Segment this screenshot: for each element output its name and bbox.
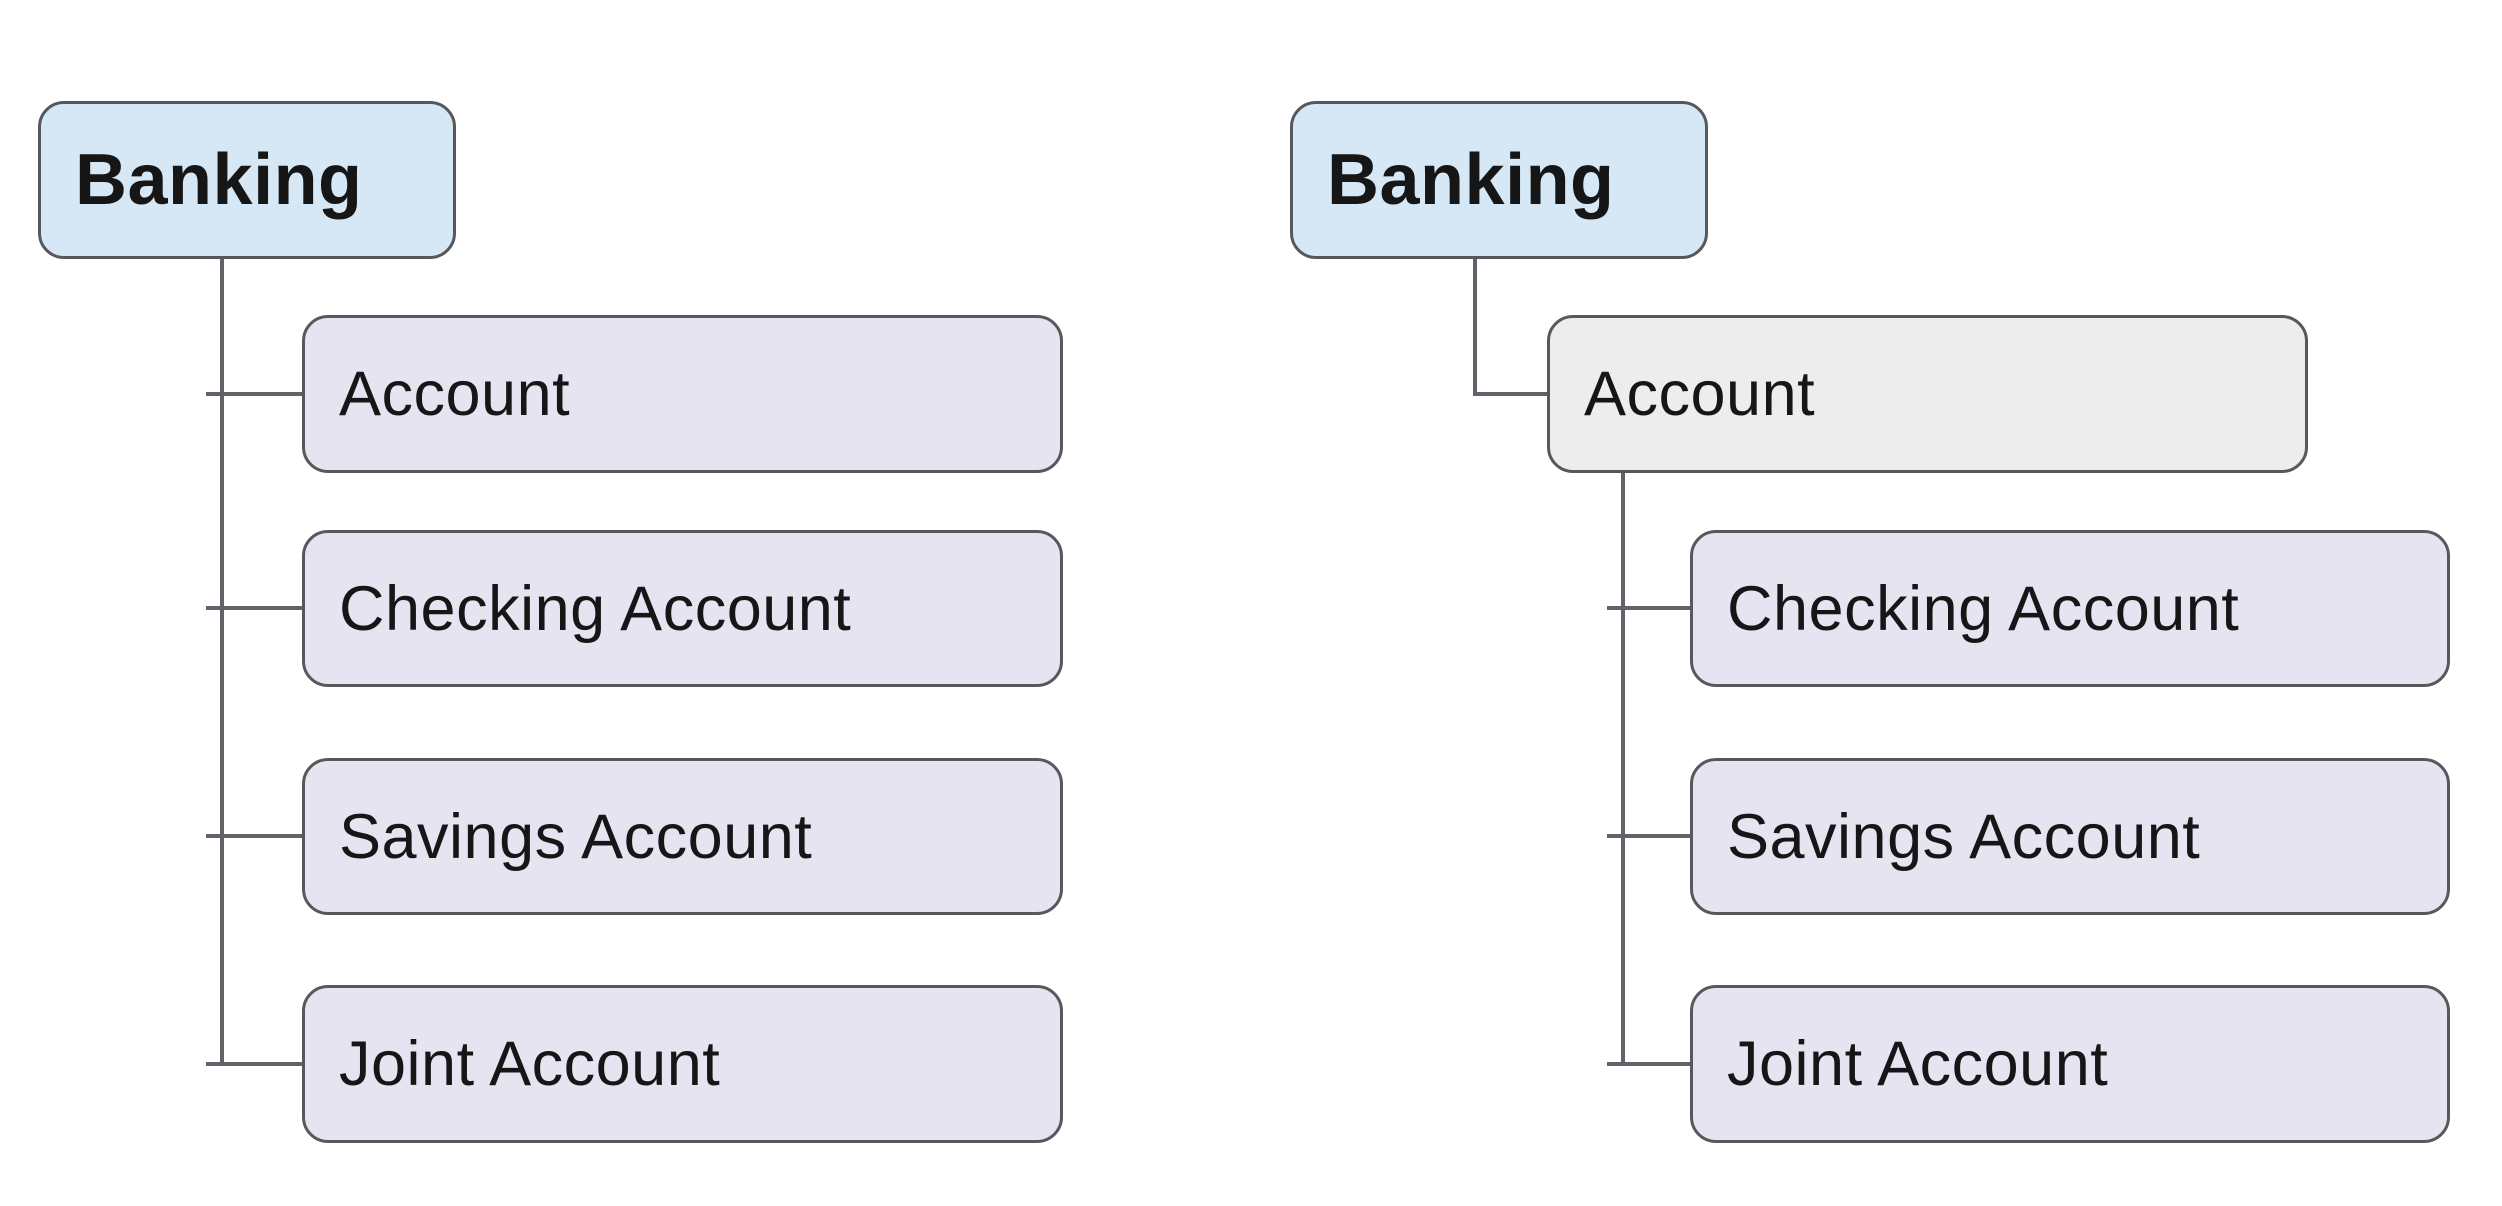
- connector-stub-savings-right: [1607, 834, 1690, 838]
- tree-node-savings-account-left[interactable]: Savings Account: [302, 758, 1063, 915]
- connector-trunk-left: [220, 259, 224, 1066]
- connector-stub-checking-left: [206, 606, 302, 610]
- connector-stub-account-left: [206, 392, 302, 396]
- connector-elbow-vertical-right: [1473, 259, 1477, 396]
- connector-trunk-right: [1621, 473, 1625, 1066]
- tree-node-checking-account-left[interactable]: Checking Account: [302, 530, 1063, 687]
- tree-node-banking-left[interactable]: Banking: [38, 101, 456, 259]
- tree-node-banking-right[interactable]: Banking: [1290, 101, 1708, 259]
- connector-stub-checking-right: [1607, 606, 1690, 610]
- tree-node-checking-account-right[interactable]: Checking Account: [1690, 530, 2450, 687]
- connector-elbow-horizontal-right: [1473, 392, 1547, 396]
- connector-stub-joint-left: [206, 1062, 302, 1066]
- tree-node-account-right[interactable]: Account: [1547, 315, 2308, 473]
- tree-node-joint-account-left[interactable]: Joint Account: [302, 985, 1063, 1143]
- tree-node-savings-account-right[interactable]: Savings Account: [1690, 758, 2450, 915]
- tree-node-account-left[interactable]: Account: [302, 315, 1063, 473]
- tree-node-joint-account-right[interactable]: Joint Account: [1690, 985, 2450, 1143]
- connector-stub-savings-left: [206, 834, 302, 838]
- connector-stub-joint-right: [1607, 1062, 1690, 1066]
